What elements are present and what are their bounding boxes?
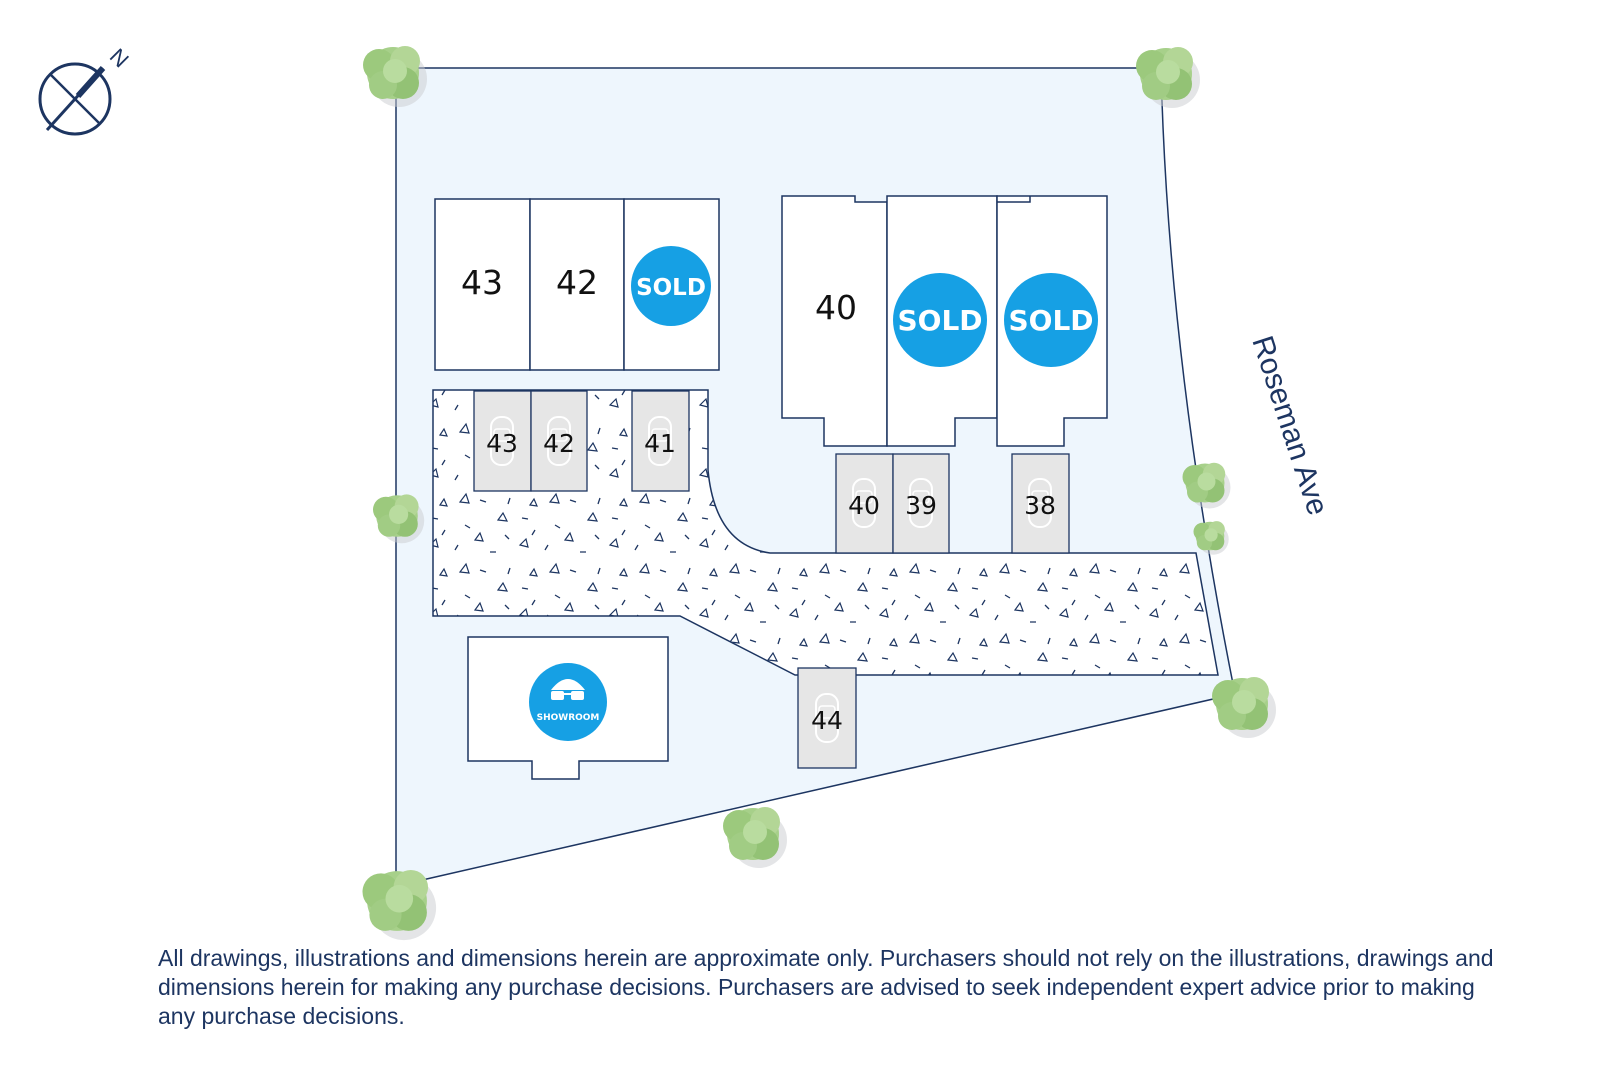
carport-43-number: 43 [486, 429, 518, 458]
lot-39-sold[interactable]: SOLD [886, 195, 998, 447]
carport-39-number: 39 [905, 491, 937, 520]
carport-40[interactable]: 40 [835, 453, 894, 554]
tree-icon [362, 869, 437, 941]
tree-icon [1212, 677, 1276, 738]
carport-44[interactable]: 44 [797, 667, 857, 769]
compass-north-label: N [105, 44, 134, 73]
lot-42-number: 42 [556, 263, 598, 302]
lot-40-number: 40 [815, 288, 857, 327]
carport-41-number: 41 [644, 429, 676, 458]
showroom-building[interactable]: SHOWROOM [467, 636, 669, 780]
disclaimer-text: All drawings, illustrations and dimensio… [158, 945, 1494, 1029]
sold-badge [631, 246, 711, 326]
carport-44-number: 44 [811, 706, 843, 735]
lot-41-sold[interactable]: SOLD [623, 198, 720, 371]
carport-42-number: 42 [543, 429, 575, 458]
carport-40-number: 40 [848, 491, 880, 520]
carport-42[interactable]: 42 [530, 390, 588, 492]
sold-badge [893, 273, 987, 367]
carport-41[interactable]: 41 [631, 390, 690, 492]
lot-43-number: 43 [461, 263, 503, 302]
carport-38[interactable]: 38 [1011, 453, 1070, 554]
tree-icon [363, 46, 427, 107]
sold-label: SOLD [636, 275, 706, 301]
carport-43[interactable]: 43 [473, 390, 532, 492]
tree-icon [723, 807, 787, 868]
compass-icon: N [38, 44, 134, 136]
carport-38-number: 38 [1024, 491, 1056, 520]
lot-43[interactable]: 43 [434, 198, 531, 371]
street-name: Roseman Ave [1245, 332, 1334, 519]
showroom-glasses-icon [551, 679, 585, 700]
showroom-badge [529, 663, 607, 741]
carport-39[interactable]: 39 [892, 453, 950, 554]
lot-40[interactable]: 40 [781, 195, 888, 447]
lot-42[interactable]: 42 [529, 198, 625, 371]
sold-label: SOLD [1008, 304, 1093, 337]
lot-38-sold[interactable]: SOLD [996, 195, 1108, 447]
showroom-label: SHOWROOM [537, 713, 600, 723]
tree-icon [373, 494, 425, 544]
sold-label: SOLD [897, 304, 982, 337]
sold-badge [1004, 273, 1098, 367]
